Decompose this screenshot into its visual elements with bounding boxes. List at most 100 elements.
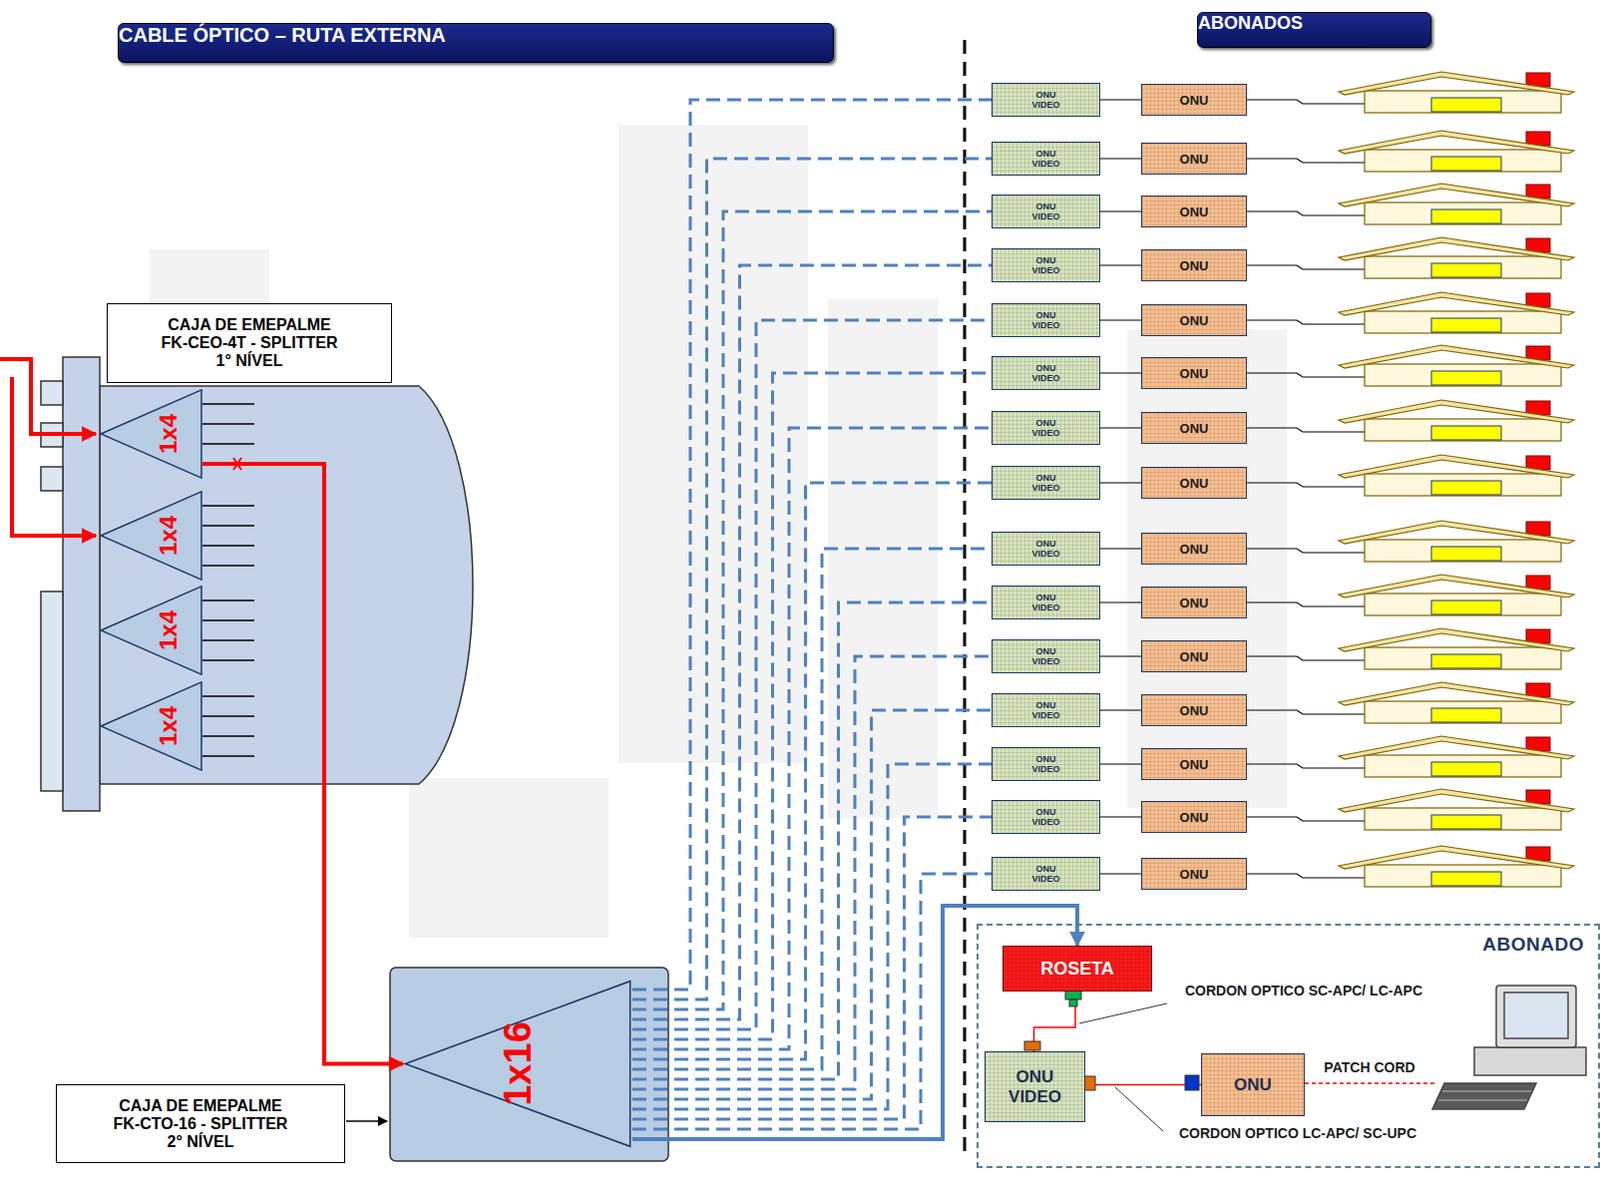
onu-video-box-text: ONU VIDEO bbox=[1031, 646, 1060, 667]
leader-arrow bbox=[346, 1120, 388, 1123]
onu-box-text: ONU bbox=[1180, 649, 1209, 665]
onu-box-text: ONU bbox=[1180, 204, 1209, 220]
onu-box: ONU bbox=[1141, 800, 1247, 833]
splitter-triangle: 1x4 bbox=[99, 490, 203, 581]
onu-video-box-text: ONU VIDEO bbox=[1031, 863, 1060, 884]
splitter-triangle-text: 1x16 bbox=[496, 1021, 540, 1107]
onu-video-box-text: ONU VIDEO bbox=[1031, 310, 1060, 331]
onu-video-box-text: ONU VIDEO bbox=[1008, 1067, 1062, 1108]
onu-video-box-text: ONU VIDEO bbox=[1031, 363, 1060, 384]
onu-box: ONU bbox=[1141, 586, 1247, 619]
onu-box-text: ONU bbox=[1180, 595, 1209, 611]
onu-video-box: ONU VIDEO bbox=[984, 1051, 1086, 1123]
triangle-outline bbox=[99, 389, 203, 479]
onu-box-text: ONU bbox=[1180, 151, 1209, 167]
drop-fiber bbox=[632, 482, 992, 1060]
splitter-outputs bbox=[202, 403, 255, 757]
splitter-triangle-text: 1x4 bbox=[154, 413, 183, 454]
onu-video-box: ONU VIDEO bbox=[991, 531, 1101, 566]
onu-box: ONU bbox=[1141, 411, 1247, 444]
house bbox=[1246, 845, 1575, 887]
drop-fiber bbox=[632, 656, 992, 1090]
patch-link bbox=[1100, 210, 1142, 212]
patch-link bbox=[1100, 426, 1142, 428]
house bbox=[1246, 520, 1575, 562]
house bbox=[1246, 400, 1575, 441]
onu-video-box: ONU VIDEO bbox=[991, 194, 1101, 229]
patch-link bbox=[1100, 481, 1142, 483]
onu-video-box-text: ONU VIDEO bbox=[1031, 148, 1060, 169]
onu-video-box: ONU VIDEO bbox=[991, 800, 1101, 834]
title-band-text: CABLE ÓPTICO – RUTA EXTERNA bbox=[118, 23, 833, 47]
patch-link bbox=[1100, 157, 1142, 159]
splitter-triangle-text: 1x4 bbox=[154, 515, 183, 556]
onu-video-box-text: ONU VIDEO bbox=[1031, 417, 1060, 438]
onu-box: ONU bbox=[1141, 640, 1247, 673]
house bbox=[1246, 183, 1575, 225]
patch-link bbox=[1100, 872, 1142, 874]
onu-video-box: ONU VIDEO bbox=[991, 856, 1101, 891]
splitter-triangle-text: 1x4 bbox=[154, 610, 183, 651]
feeder-fiber bbox=[202, 463, 403, 1065]
onu-box-text: ONU bbox=[1180, 703, 1209, 719]
patch-link bbox=[1100, 655, 1142, 657]
onu-video-box: ONU VIDEO bbox=[991, 303, 1101, 338]
title-band: ABONADOS bbox=[1197, 11, 1432, 48]
patch-link bbox=[1100, 372, 1142, 374]
drop-fiber bbox=[632, 548, 992, 1070]
drop-fiber bbox=[632, 99, 992, 990]
house bbox=[1246, 345, 1575, 387]
onu-box-text: ONU bbox=[1180, 866, 1209, 882]
onu-box-text: ONU bbox=[1233, 1075, 1272, 1096]
patch-link bbox=[1100, 547, 1142, 549]
cable-label: CORDON OPTICO LC-APC/ SC-UPC bbox=[1167, 1125, 1429, 1142]
onu-video-box: ONU VIDEO bbox=[991, 410, 1101, 445]
onu-video-box-text: ONU VIDEO bbox=[1031, 472, 1060, 493]
title-band: CABLE ÓPTICO – RUTA EXTERNA bbox=[117, 22, 834, 63]
drop-fiber bbox=[632, 873, 992, 1130]
boundary-line bbox=[963, 39, 967, 1158]
callout-box: CAJA DE EMEPALME FK-CEO-4T - SPLITTER 1°… bbox=[106, 303, 393, 384]
patch-link bbox=[1100, 98, 1142, 100]
onu-box-text: ONU bbox=[1180, 809, 1209, 825]
onu-box-text: ONU bbox=[1180, 258, 1209, 274]
drop-fiber bbox=[632, 905, 1078, 1140]
onu-box: ONU bbox=[1141, 532, 1247, 565]
onu-video-box-text: ONU VIDEO bbox=[1031, 538, 1060, 559]
onu-video-box: ONU VIDEO bbox=[991, 141, 1101, 176]
onu-box-text: ONU bbox=[1180, 366, 1209, 382]
splitter-triangle: 1x4 bbox=[99, 681, 203, 772]
onu-video-box-text: ONU VIDEO bbox=[1031, 89, 1060, 110]
onu-video-box-text: ONU VIDEO bbox=[1031, 754, 1060, 775]
drop-fiber bbox=[632, 158, 992, 1000]
triangle-outline bbox=[99, 490, 203, 581]
leader-lines bbox=[1079, 1003, 1168, 1132]
patch-link bbox=[1100, 709, 1142, 711]
house bbox=[1246, 292, 1575, 334]
callout-box-text: CAJA DE EMEPALME FK-CEO-4T - SPLITTER 1°… bbox=[160, 316, 339, 371]
onu-video-box: ONU VIDEO bbox=[991, 747, 1101, 782]
onu-box-text: ONU bbox=[1180, 757, 1209, 773]
onu-video-box: ONU VIDEO bbox=[991, 356, 1101, 391]
onu-box: ONU bbox=[1141, 857, 1247, 890]
drop-fiber bbox=[632, 265, 992, 1020]
house bbox=[1246, 736, 1575, 778]
patch-link bbox=[1085, 1084, 1201, 1087]
splitter-triangle: 1x4 bbox=[99, 389, 203, 479]
splitter-triangle: 1x16 bbox=[402, 979, 633, 1149]
triangle-outline bbox=[99, 681, 203, 772]
house bbox=[1246, 454, 1575, 496]
house bbox=[1246, 628, 1575, 670]
onu-box: ONU bbox=[1141, 357, 1247, 390]
onu-box-text: ONU bbox=[1180, 313, 1209, 329]
drop-fiber bbox=[632, 211, 992, 1010]
onu-video-box: ONU VIDEO bbox=[991, 465, 1101, 500]
onu-video-box: ONU VIDEO bbox=[991, 639, 1101, 674]
onu-box-text: ONU bbox=[1180, 420, 1209, 436]
rosette-box: ROSETA bbox=[1002, 945, 1153, 992]
onu-video-box-text: ONU VIDEO bbox=[1031, 255, 1060, 276]
title-band-text: ABONADOS bbox=[1198, 12, 1431, 34]
